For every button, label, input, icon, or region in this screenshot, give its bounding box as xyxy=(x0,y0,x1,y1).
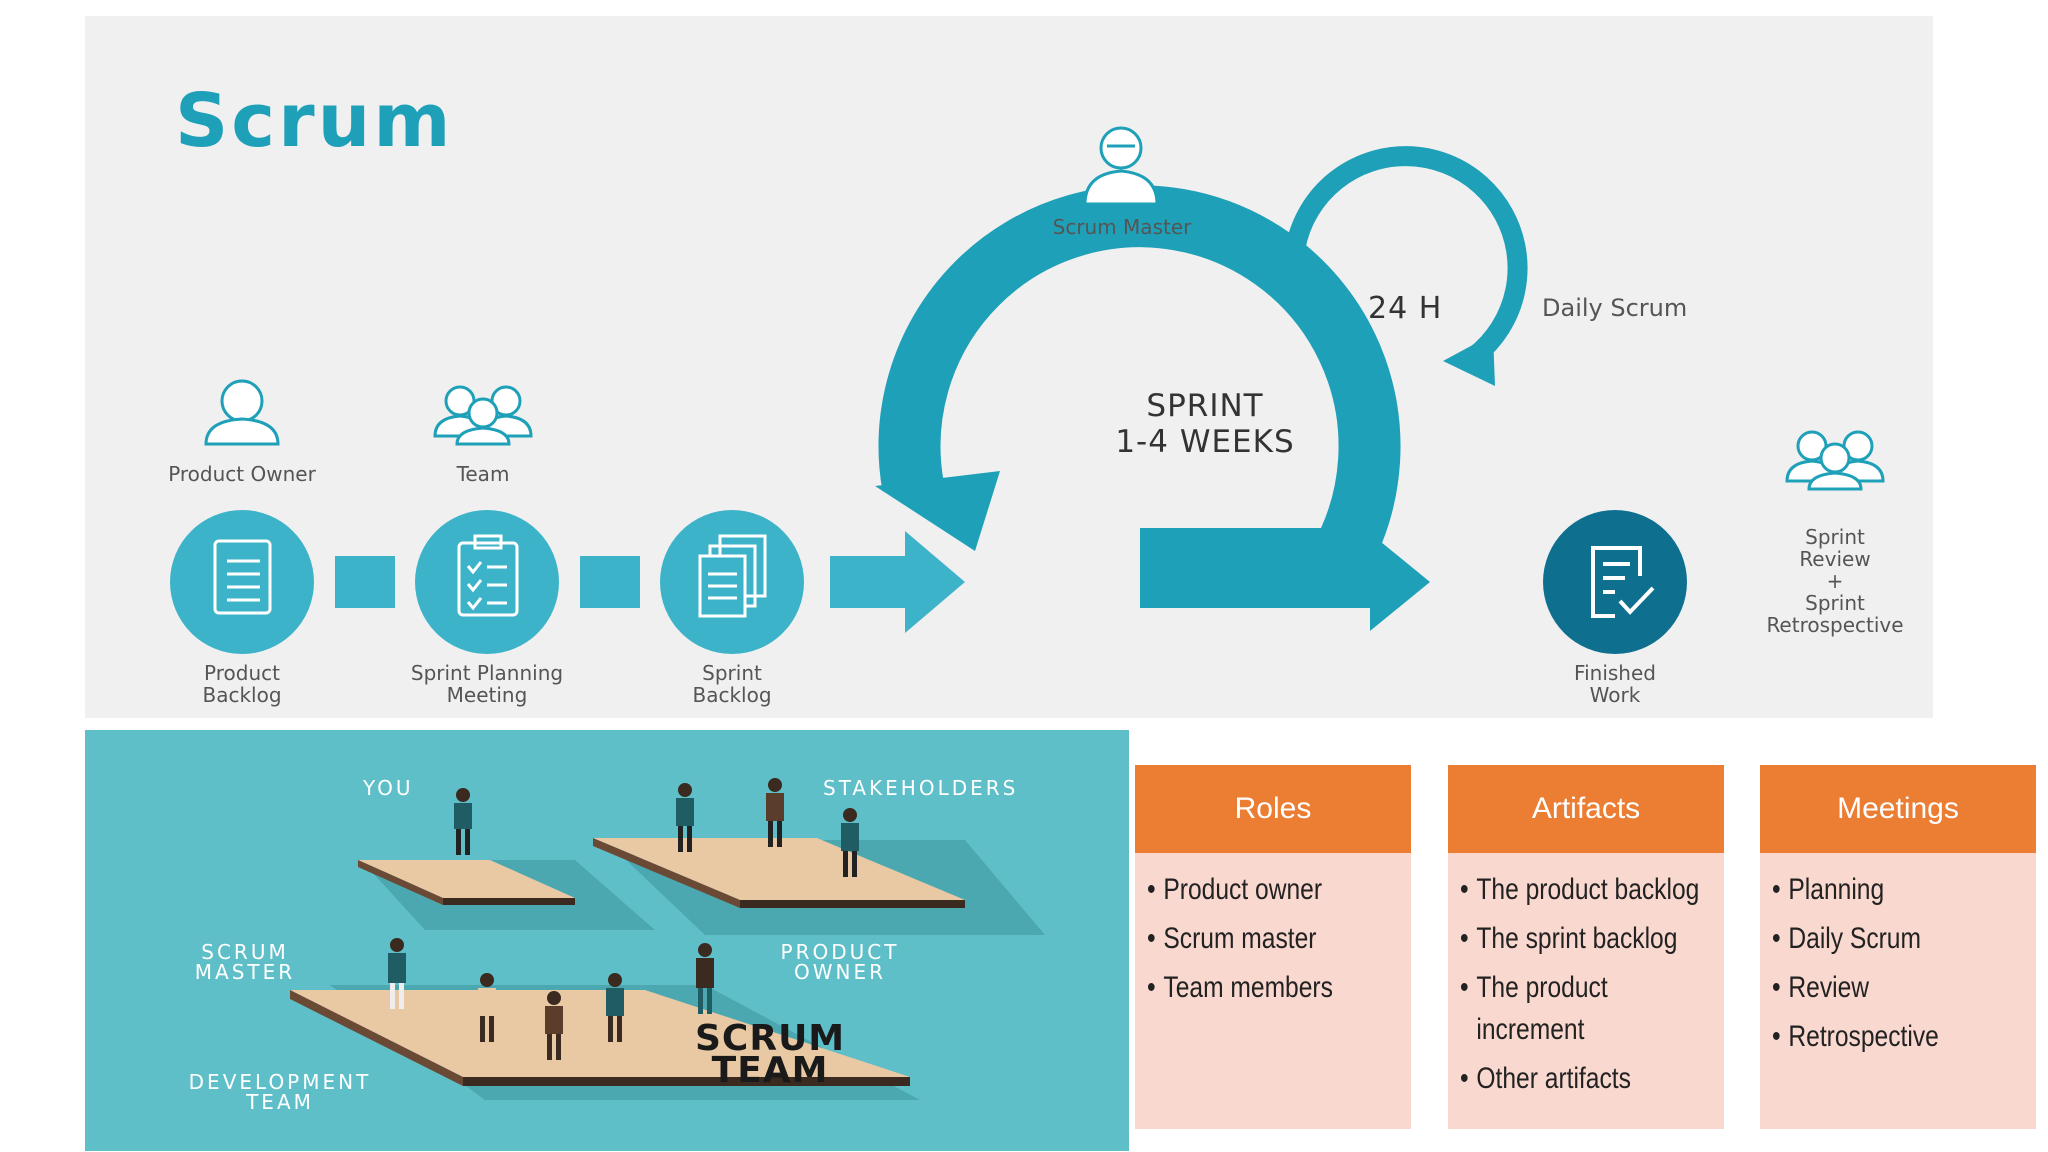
review-retro-label: Sprint Review + Sprint Retrospective xyxy=(1766,525,1904,637)
list-item: Retrospective xyxy=(1772,1016,2048,1058)
sprint-loop xyxy=(875,185,1430,631)
scrum-master-icon xyxy=(1083,126,1159,206)
platform-you xyxy=(358,860,575,905)
stakeholders-label: STAKEHOLDERS xyxy=(823,776,1019,800)
review-group-icon xyxy=(1785,430,1885,491)
sprint-duration-label: SPRINT 1-4 WEEKS xyxy=(1115,388,1295,460)
daily-loop xyxy=(1283,146,1528,386)
document-list-icon xyxy=(213,539,272,615)
meetings-header: Meetings xyxy=(1760,765,2036,853)
product-owner-icon xyxy=(204,379,280,446)
team-graphic xyxy=(290,778,1045,1100)
artifacts-list: The product backlog The sprint backlog T… xyxy=(1448,853,1724,1100)
checklist-icon xyxy=(457,534,519,617)
roles-header: Roles xyxy=(1135,765,1411,853)
list-item: Other artifacts xyxy=(1460,1058,1739,1100)
list-item: The product backlog xyxy=(1460,869,1739,911)
list-item: Product owner xyxy=(1147,869,1426,911)
diagram-title: Scrum xyxy=(175,78,454,164)
list-item: Review xyxy=(1772,967,2048,1009)
list-item: Daily Scrum xyxy=(1772,918,2048,960)
roles-column: Roles Product owner Scrum master Team me… xyxy=(1135,765,1411,1129)
list-item: The product increment xyxy=(1460,967,1665,1051)
list-item: Team members xyxy=(1147,967,1426,1009)
list-item: The sprint backlog xyxy=(1460,918,1739,960)
process-graphic xyxy=(170,126,1885,654)
stacked-documents-icon xyxy=(698,534,767,618)
you-label: YOU xyxy=(363,776,414,800)
roles-list: Product owner Scrum master Team members xyxy=(1135,853,1411,1009)
daily-scrum-label: Daily Scrum xyxy=(1542,294,1688,322)
scrum-process-diagram: Scrum Scrum Master Product Owner Team Sp… xyxy=(85,16,1933,718)
list-item: Scrum master xyxy=(1147,918,1426,960)
document-check-icon xyxy=(1591,546,1655,618)
meetings-list: Planning Daily Scrum Review Retrospectiv… xyxy=(1760,853,2036,1058)
artifacts-column: Artifacts The product backlog The sprint… xyxy=(1448,765,1724,1129)
daily-cycle-label: 24 H xyxy=(1368,291,1443,326)
team-label: Team xyxy=(456,462,510,486)
list-item: Planning xyxy=(1772,869,2048,911)
finished-work-circle xyxy=(1543,510,1687,654)
artifacts-header: Artifacts xyxy=(1448,765,1724,853)
platform-stakeholders xyxy=(593,838,965,908)
product-backlog-circle xyxy=(170,510,314,654)
person-figures xyxy=(388,778,859,1060)
arrow-to-sprint xyxy=(830,531,965,633)
scrum-master-label: Scrum Master xyxy=(1052,215,1192,239)
meetings-column: Meetings Planning Daily Scrum Review Ret… xyxy=(1760,765,2036,1129)
team-icon xyxy=(433,385,533,446)
connector-bar xyxy=(335,556,395,608)
sprint-planning-circle xyxy=(415,510,559,654)
platform-scrum-team xyxy=(290,990,910,1086)
connector-bar xyxy=(580,556,640,608)
product-owner-label: Product Owner xyxy=(168,462,316,486)
